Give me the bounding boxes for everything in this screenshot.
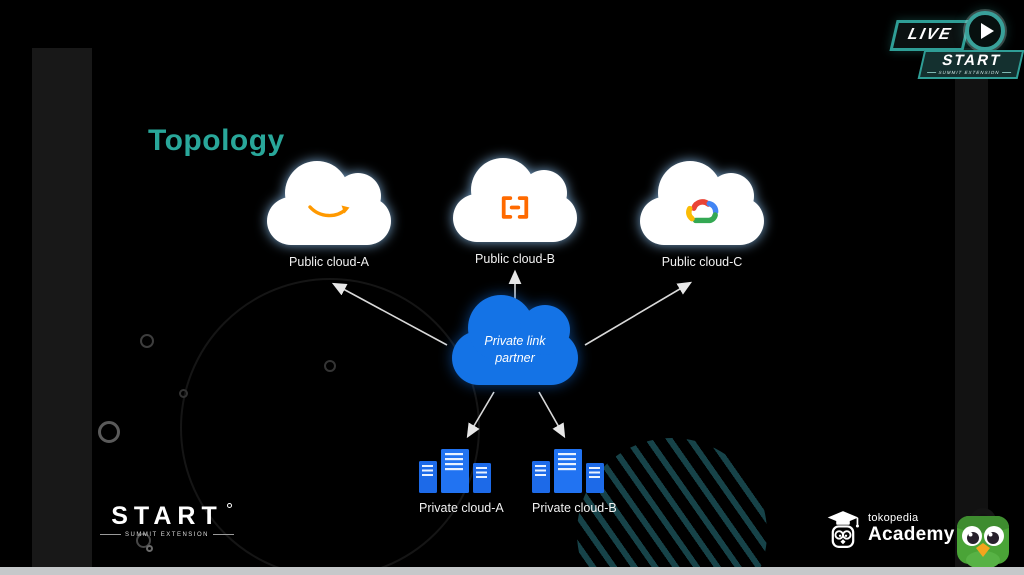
play-triangle-icon	[980, 23, 994, 39]
play-icon	[965, 11, 1005, 51]
public-cloud-b: Public cloud-B	[453, 158, 577, 266]
background-dot	[179, 389, 188, 398]
letterbox-band-right	[955, 48, 988, 568]
private-cloud-b: Private cloud-B	[532, 449, 617, 515]
cloud-shape	[267, 161, 391, 245]
academy-label: Academy	[868, 523, 955, 545]
background-dot	[98, 421, 120, 443]
arrow-hub-to-public-c	[584, 281, 693, 346]
google-cloud-icon	[682, 195, 722, 230]
tokopedia-brand-label: tokopedia	[868, 512, 919, 525]
start-footer-logo: START SUMMIT EXTENSION	[100, 502, 234, 538]
background-dot	[146, 545, 153, 552]
trademark-ring	[226, 503, 232, 508]
public-cloud-c-label: Public cloud-C	[661, 255, 743, 269]
cloud-shape	[452, 295, 578, 385]
alibaba-cloud-icon	[499, 194, 531, 226]
private-cloud-b-label: Private cloud-B	[532, 501, 617, 515]
start-banner: START SUMMIT EXTENSION	[917, 50, 1024, 79]
tokopedia-academy-text: tokopedia Academy	[868, 512, 955, 545]
slide-title: Topology	[148, 124, 285, 157]
public-cloud-c: Public cloud-C	[640, 161, 764, 269]
arrow-hub-to-private-b	[538, 391, 566, 439]
live-tag-label: LIVE	[906, 26, 954, 43]
server-rack-icon	[532, 449, 604, 493]
letterbox-band-left	[32, 48, 92, 568]
public-cloud-a-label: Public cloud-A	[289, 255, 369, 269]
public-cloud-b-label: Public cloud-B	[475, 252, 555, 266]
live-badge: LIVE START SUMMIT EXTENSION	[886, 8, 1024, 79]
background-dot	[324, 360, 336, 372]
private-cloud-a-label: Private cloud-A	[419, 501, 504, 515]
private-link-partner-cloud: Private link partner	[452, 295, 578, 385]
live-tag: LIVE	[889, 20, 971, 51]
start-footer-tagline: SUMMIT EXTENSION	[100, 532, 234, 538]
private-cloud-a: Private cloud-A	[419, 449, 504, 515]
server-rack-icon	[419, 449, 491, 493]
background-dot	[140, 334, 154, 348]
cloud-shape	[453, 158, 577, 242]
graduation-owl-icon	[827, 511, 859, 548]
public-cloud-a: Public cloud-A	[267, 161, 391, 269]
private-link-partner-label: Private link partner	[484, 334, 546, 365]
tokopedia-owl-mascot-icon	[955, 506, 1011, 573]
aws-smile-icon	[306, 202, 352, 227]
cloud-shape	[640, 161, 764, 245]
tokopedia-academy-logo: tokopedia Academy	[826, 509, 955, 549]
start-banner-tagline: SUMMIT EXTENSION	[921, 70, 1018, 75]
start-banner-brand: START	[940, 52, 1004, 69]
start-footer-wordmark: START	[111, 502, 232, 531]
player-bottom-bar	[0, 567, 1024, 575]
